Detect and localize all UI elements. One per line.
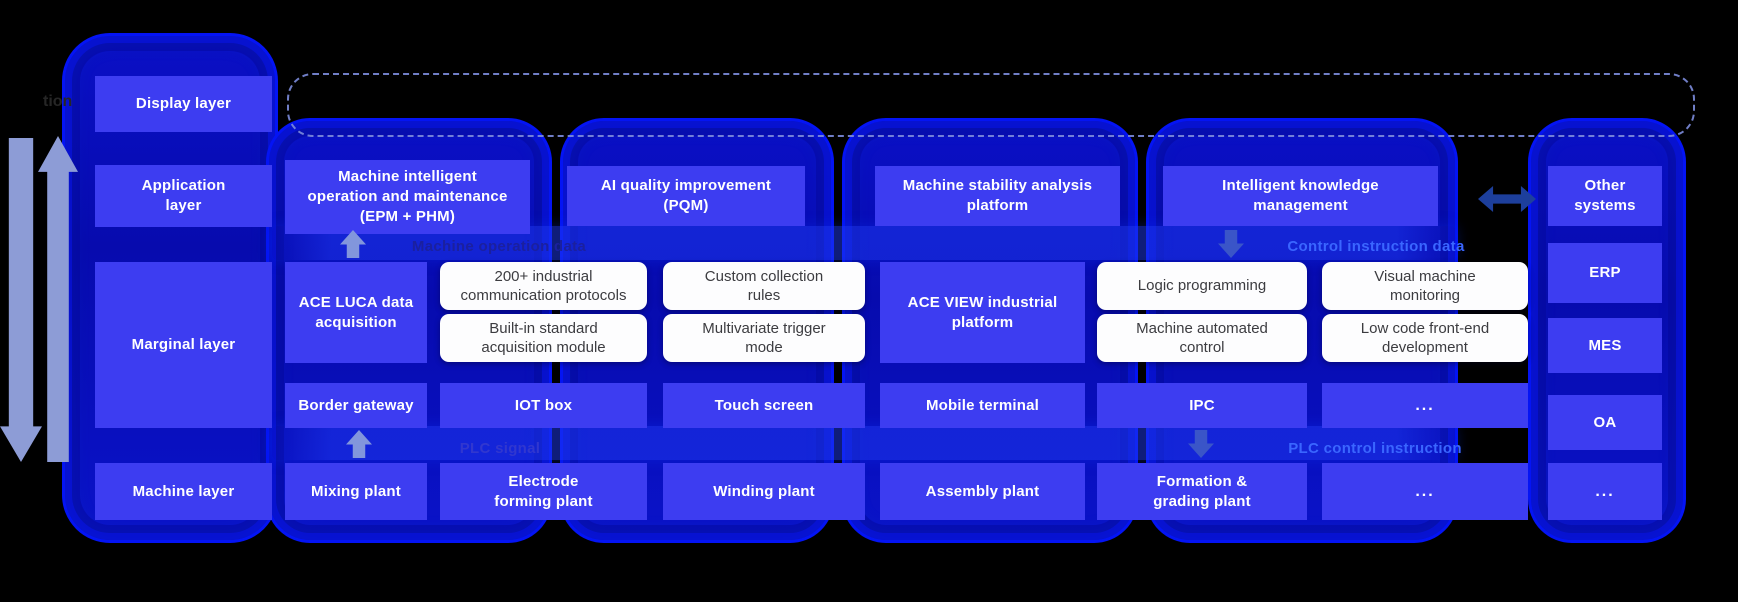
card-machine-automated-control: Machine automated control: [1097, 314, 1307, 362]
box-epm-phm: Machine intelligent operation and mainte…: [285, 160, 530, 234]
box-touch-screen: Touch screen: [663, 383, 865, 428]
label-plc-signal: PLC signal: [459, 440, 541, 457]
box-ipc: IPC: [1097, 383, 1307, 428]
box-mes: MES: [1548, 318, 1662, 373]
box-winding-plant: Winding plant: [663, 463, 865, 520]
edge-text-fragment: tion: [43, 93, 73, 110]
box-display-layer: Display layer: [95, 76, 272, 132]
box-stability-platform: Machine stability analysis platform: [875, 166, 1120, 226]
card-acquisition-module: Built-in standard acquisition module: [440, 314, 647, 362]
box-ace-view: ACE VIEW industrial platform: [880, 262, 1085, 363]
box-marginal-layer: Marginal layer: [95, 262, 272, 428]
card-protocols: 200+ industrial communication protocols: [440, 262, 647, 310]
card-logic-programming: Logic programming: [1097, 262, 1307, 310]
box-formation-grading-plant: Formation & grading plant: [1097, 463, 1307, 520]
box-mixing-plant: Mixing plant: [285, 463, 427, 520]
box-border-gateway: Border gateway: [285, 383, 427, 428]
plc-signal-band: [272, 426, 1456, 460]
box-mobile-terminal: Mobile terminal: [880, 383, 1085, 428]
card-custom-collection: Custom collection rules: [663, 262, 865, 310]
box-ace-luca: ACE LUCA data acquisition: [285, 262, 427, 363]
card-low-code: Low code front-end development: [1322, 314, 1528, 362]
box-electrode-forming-plant: Electrode forming plant: [440, 463, 647, 520]
box-other-systems-more: ...: [1548, 463, 1662, 520]
box-device-more: ...: [1322, 383, 1528, 428]
label-control-instruction-data: Control instruction data: [1287, 238, 1465, 255]
box-application-layer: Application layer: [95, 165, 272, 227]
box-oa: OA: [1548, 395, 1662, 450]
label-plc-control-instruction: PLC control instruction: [1288, 440, 1462, 457]
box-knowledge-management: Intelligent knowledge management: [1163, 166, 1438, 226]
box-other-systems: Other systems: [1548, 166, 1662, 226]
down-arrow-icon: [0, 138, 42, 462]
box-machine-layer: Machine layer: [95, 463, 272, 520]
box-machine-more: ...: [1322, 463, 1528, 520]
box-pqm: AI quality improvement (PQM): [567, 166, 805, 226]
card-multivariate-trigger: Multivariate trigger mode: [663, 314, 865, 362]
box-erp: ERP: [1548, 243, 1662, 303]
box-iot-box: IOT box: [440, 383, 647, 428]
box-assembly-plant: Assembly plant: [880, 463, 1085, 520]
display-scope-dashed-outline: [287, 73, 1695, 137]
card-visual-monitoring: Visual machine monitoring: [1322, 262, 1528, 310]
label-machine-operation-data: Machine operation data: [411, 238, 587, 255]
